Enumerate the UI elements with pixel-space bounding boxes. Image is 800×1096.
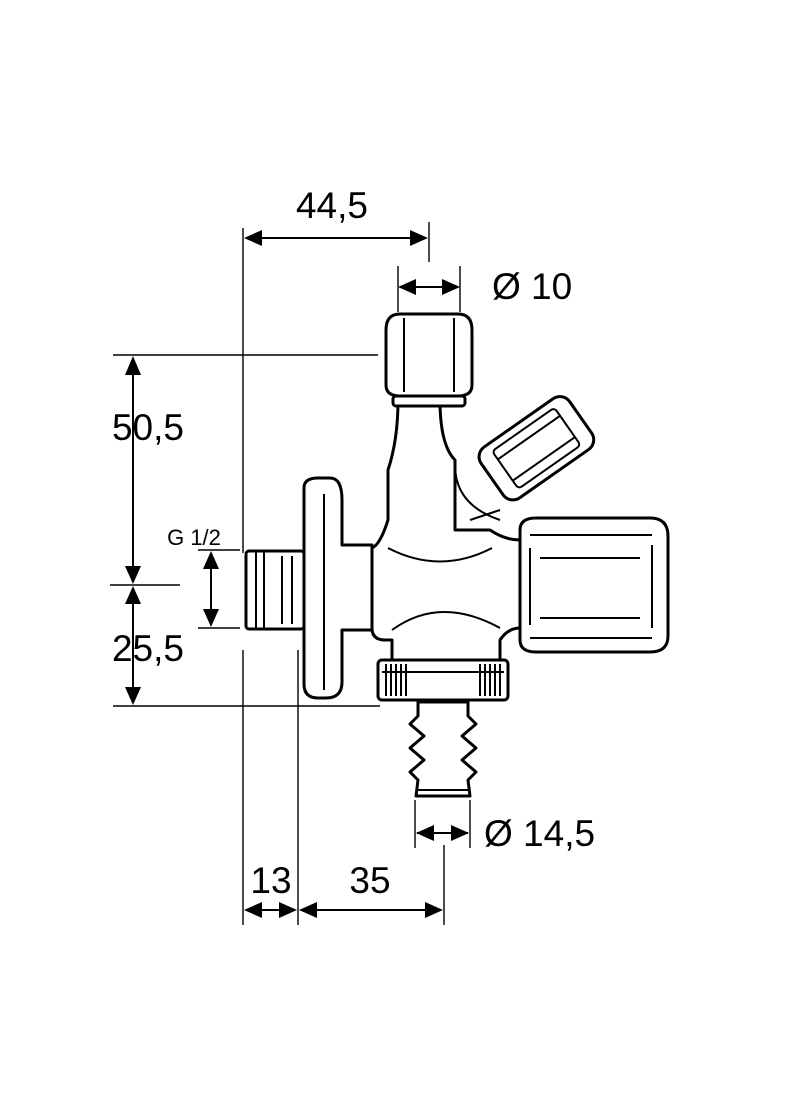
thread-inlet bbox=[244, 549, 306, 631]
right-cap bbox=[518, 516, 670, 654]
hose-barb bbox=[408, 700, 478, 798]
dimension-upper-height bbox=[125, 356, 141, 584]
bottom-right-label: 35 bbox=[349, 860, 390, 901]
bottom-diameter-label: Ø 14,5 bbox=[484, 813, 595, 854]
wall-rosette bbox=[302, 476, 374, 700]
top-diameter-label: Ø 10 bbox=[492, 266, 572, 307]
lower-height-label: 25,5 bbox=[112, 628, 184, 669]
bottom-left-label: 13 bbox=[250, 860, 291, 901]
dimension-bottom-left bbox=[244, 902, 297, 918]
extension-lines bbox=[110, 222, 471, 925]
top-width-label: 44,5 bbox=[296, 185, 368, 226]
dimension-top-width bbox=[244, 230, 428, 246]
dimension-thread bbox=[203, 551, 219, 627]
knurled-ring bbox=[376, 658, 510, 702]
dimension-top-diameter bbox=[398, 279, 460, 295]
angled-nut bbox=[477, 395, 596, 502]
valve-body bbox=[244, 312, 670, 798]
dimension-bottom-diameter bbox=[416, 825, 469, 841]
thread-label: G 1/2 bbox=[167, 525, 221, 550]
dimension-lower-height bbox=[125, 586, 141, 705]
dimension-bottom-right bbox=[299, 902, 443, 918]
upper-height-label: 50,5 bbox=[112, 407, 184, 448]
top-hex-nut bbox=[384, 312, 474, 408]
